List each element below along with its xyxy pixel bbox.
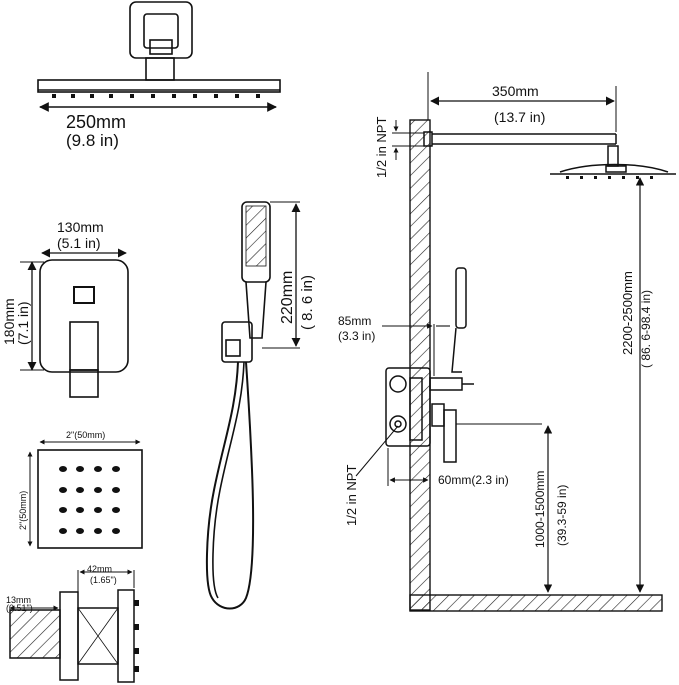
valve-plate-drawing (39, 259, 129, 398)
body-jet-front (37, 449, 143, 549)
head-height-mm: 2200-2500mm (620, 271, 635, 355)
hand-shower-length-mm: 220mm (279, 271, 296, 324)
shower-head-drawing (37, 1, 281, 93)
hand-shower-drawing (205, 201, 271, 610)
valve-body-depth: 60mm(2.3 in) (438, 473, 509, 487)
valve-depth-mm: 85mm (338, 314, 371, 328)
body-jet-height: 2"(50mm) (18, 491, 28, 530)
body-jet-width: 2"(50mm) (66, 430, 105, 440)
head-height-in: ( 86. 6-98.4 in) (639, 290, 653, 368)
body-jet-side-bumps (134, 600, 139, 672)
valve-height-mm: 1000-1500mm (533, 471, 547, 548)
valve-plate-height-mm: 180mm (1, 298, 17, 345)
valve-body-thread: 1/2 in NPT (344, 465, 359, 526)
body-jet-thread-in: (0.51") (6, 603, 33, 613)
body-jet-side-drawing (9, 589, 135, 683)
wall-hand-shower (429, 267, 474, 391)
body-jet-length-in: (1.65") (90, 575, 117, 585)
valve-depth-in: (3.3 in) (338, 329, 375, 343)
arm-length-mm: 350mm (492, 83, 539, 99)
valve-plate-height-in: (7.1 in) (15, 301, 31, 345)
shower-arm (423, 131, 676, 175)
hand-shower-spray-face (245, 205, 267, 267)
body-jet-thread-mm: 13mm (6, 595, 31, 605)
wall-valve (385, 367, 542, 463)
body-jet-nozzles (59, 466, 120, 534)
valve-plate-width-mm: 130mm (57, 219, 104, 235)
floor (409, 594, 663, 612)
wall (409, 119, 431, 611)
hand-shower-length-in: ( 8. 6 in) (299, 275, 316, 330)
shower-head-width-mm: 250mm (66, 112, 126, 132)
valve-plate-width-in: (5.1 in) (57, 235, 101, 251)
arm-thread: 1/2 in NPT (374, 117, 389, 178)
shower-head-width-in: (9.8 in) (66, 131, 119, 150)
arm-length-in: (13.7 in) (494, 109, 545, 125)
body-jet-length-mm: 42mm (87, 564, 112, 574)
valve-height-in: (39.3-59 in) (555, 485, 569, 546)
shower-head-nozzles (52, 94, 260, 98)
